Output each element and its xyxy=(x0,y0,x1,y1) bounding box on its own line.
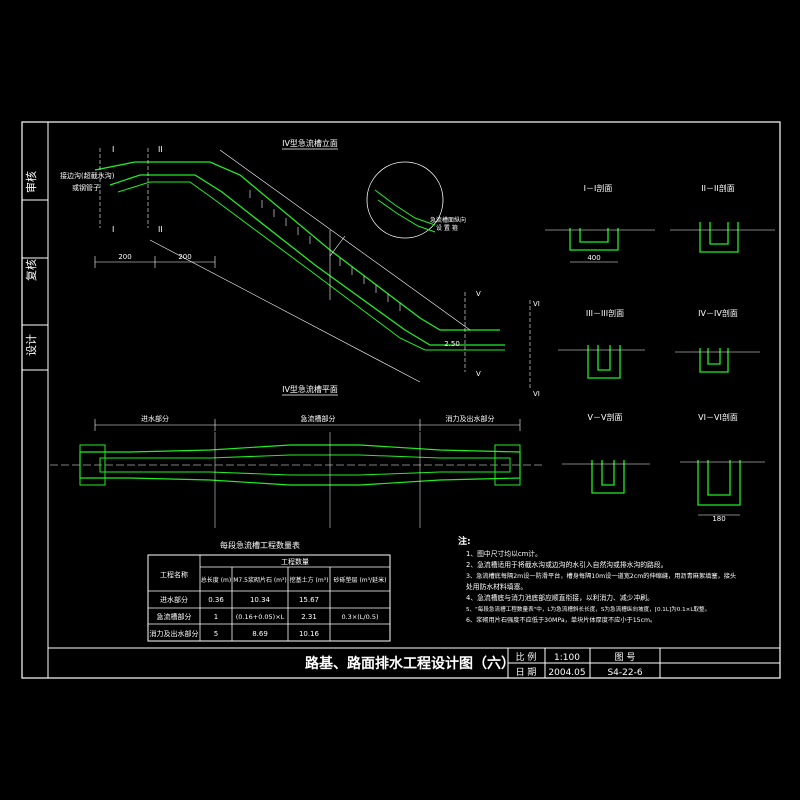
section-mark-ii-top: II xyxy=(158,145,163,154)
table-cell: 急流槽部分 xyxy=(157,612,192,621)
quantity-table: 每段急流槽工程数量表 工程名称 工程数量 总长度 (m) M7.5浆砌片石 (m… xyxy=(147,540,391,642)
elevation-title: IV型急流槽立面 xyxy=(282,138,338,148)
notes-heading: 注: xyxy=(458,535,471,547)
inner-frame xyxy=(47,121,781,679)
section-title-i: I－I剖面 xyxy=(584,183,613,193)
sheet-title: 路基、路面排水工程设计图（六） xyxy=(305,655,515,672)
table-cell: 1 xyxy=(214,613,218,621)
table-row: 消力及出水部分 5 8.69 10.16 xyxy=(150,629,320,638)
section-mark-ii-bottom: II xyxy=(158,225,163,234)
detail-label-line-2: 设 置 箍 xyxy=(436,224,458,232)
elevation-view: IV型急流槽立面 I I II II 接边沟(超截水沟) 或钢管子 2 xyxy=(60,138,540,398)
table-cell: 0.3×(L/0.5) xyxy=(341,613,378,621)
note-item: 处用防水材料填塞。 xyxy=(466,582,527,591)
note-item: 3、急流槽底每隔2m设一防滑平台，槽身每隔10m设一道宽2cm的伸缩缝，用沥青麻… xyxy=(466,572,736,580)
drawing-no-label: 图 号 xyxy=(615,652,636,663)
table-cell: (0.16+0.05)×L xyxy=(236,613,285,621)
cross-sections: I－I剖面 II－II剖面 III－III剖面 IV－IV剖面 V－V剖面 VI… xyxy=(545,183,775,523)
section-vi-dim: 180 xyxy=(712,515,725,523)
table-cell: 10.16 xyxy=(299,630,320,638)
notes: 注: 1、图中尺寸均以cm计。 2、急流槽适用于将截水沟或边沟的水引入自然沟或排… xyxy=(458,535,736,624)
table-cell: 0.36 xyxy=(208,596,224,604)
section-title-iii: III－III剖面 xyxy=(586,308,624,318)
outer-frame xyxy=(21,121,781,679)
note-item: 2、急流槽适用于将截水沟或边沟的水引入自然沟或排水沟的路段。 xyxy=(466,560,667,569)
table-header-name: 工程名称 xyxy=(160,570,188,579)
plan-view: IV型急流槽平面 进水部分 急流槽部分 消力及出水部分 xyxy=(50,384,545,528)
side-label-1: 审核 xyxy=(24,171,38,193)
plan-part-chute: 急流槽部分 xyxy=(301,414,336,423)
table-title: 每段急流槽工程数量表 xyxy=(220,540,300,550)
plan-title: IV型急流槽平面 xyxy=(282,384,338,394)
plan-part-outlet: 消力及出水部分 xyxy=(446,414,495,423)
note-item: 6、浆砌用片石强度不应低于30MPa，单块片体厚度不应小于15cm。 xyxy=(466,616,656,624)
section-mark-i-bottom: I xyxy=(112,225,114,234)
date-value: 2004.05 xyxy=(548,668,585,678)
table-cell: 8.69 xyxy=(252,630,268,638)
table-header-gravel: 砂砾垫层 (m³/延米) xyxy=(334,576,387,584)
section-mark-v-top: V xyxy=(476,290,481,298)
table-group-header: 工程数量 xyxy=(281,557,309,566)
side-label-3: 设计 xyxy=(25,334,38,356)
dim-250: 2.50 xyxy=(444,340,460,348)
section-title-ii: II－II剖面 xyxy=(701,183,734,193)
dim-200-right: 200 xyxy=(178,253,191,261)
note-item: 5、"每段急流槽工程数量表"中，L为急流槽斜长长度，S为急流槽纵向坡度，[0.1… xyxy=(466,605,710,613)
section-mark-vi-top: VI xyxy=(533,300,540,308)
table-row: 进水部分 0.36 10.34 15.67 xyxy=(160,595,319,604)
table-cell: 15.67 xyxy=(299,596,319,604)
side-note-line-1: 接边沟(超截水沟) xyxy=(60,171,115,180)
side-label-reviewer: 审核 xyxy=(24,171,38,193)
section-i-dim: 400 xyxy=(587,254,600,262)
table-header-excavation: 挖基土方 (m³) xyxy=(290,576,329,584)
table-cell: 2.31 xyxy=(301,613,317,621)
section-title-v: V－V剖面 xyxy=(588,412,623,422)
section-title-iv: IV－IV剖面 xyxy=(698,308,738,318)
side-note-line-2: 或钢管子 xyxy=(72,183,100,192)
section-mark-v-bottom: V xyxy=(476,370,481,378)
scale-value: 1:100 xyxy=(554,653,580,663)
detail-label-line-1: 急流槽面纵向 xyxy=(430,216,466,224)
section-mark-i-top: I xyxy=(112,145,114,154)
note-item: 4、急流槽底与消力池底部应顺直衔接，以利消力、减少冲刷。 xyxy=(466,593,654,602)
table-cell: 10.34 xyxy=(250,596,271,604)
section-title-vi: VI－VI剖面 xyxy=(698,412,738,422)
plan-part-inlet: 进水部分 xyxy=(141,414,169,423)
table-header-length: 总长度 (m) xyxy=(201,576,231,584)
section-mark-vi-bottom: VI xyxy=(533,390,540,398)
table-header-masonry: M7.5浆砌片石 (m³) xyxy=(233,576,287,584)
note-item: 1、图中尺寸均以cm计。 xyxy=(466,549,542,558)
side-label-2: 复核 xyxy=(24,259,38,281)
table-cell: 5 xyxy=(214,630,218,638)
dim-200-left: 200 xyxy=(118,253,131,261)
detail-circle xyxy=(366,161,444,239)
drawing-no-value: S4-22-6 xyxy=(607,668,642,678)
table-row: 急流槽部分 1 (0.16+0.05)×L 2.31 0.3×(L/0.5) xyxy=(157,612,379,621)
table-cell: 进水部分 xyxy=(160,595,188,604)
table-cell: 消力及出水部分 xyxy=(150,629,199,638)
date-label: 日 期 xyxy=(516,667,537,678)
scale-label: 比 例 xyxy=(516,651,537,663)
